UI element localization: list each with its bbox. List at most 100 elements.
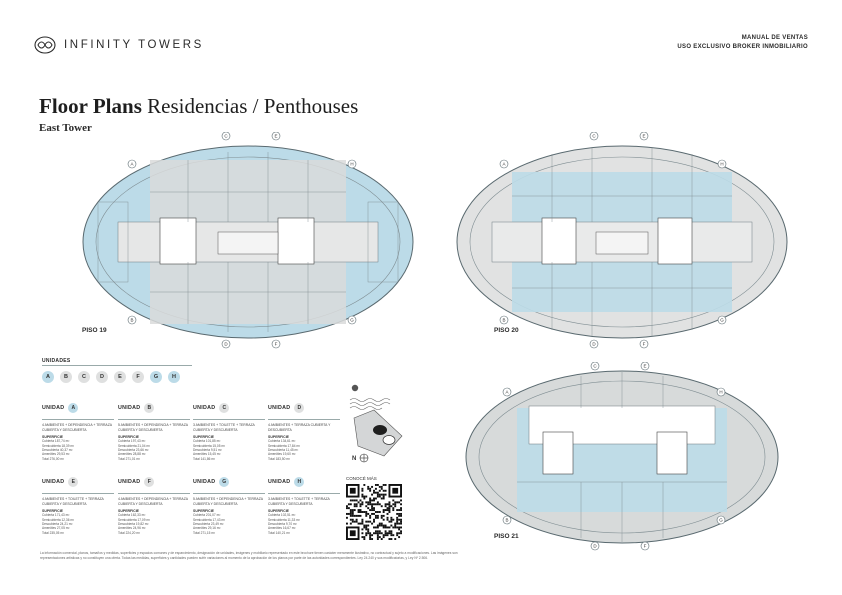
legal-disclaimer: La información comercial, planos, tamaño… — [40, 551, 458, 560]
unit-line: Amenities 16,67 m² — [268, 526, 296, 531]
unit-line: Cubierta 197,43 m² — [118, 439, 146, 444]
unit-label: UNIDAD — [42, 405, 65, 411]
manual-line-1: MANUAL DE VENTAS — [741, 35, 808, 41]
unit-line: Descubierta 40,37 m² — [42, 448, 73, 452]
compass-f-20: F — [643, 342, 646, 347]
compass-a: A — [130, 162, 133, 167]
compass-e-top: E — [274, 134, 277, 139]
brand-name: INFINITY TOWERS — [64, 39, 204, 51]
unit-letter: F — [144, 477, 155, 487]
legend-dot-b: B — [60, 371, 72, 383]
compass-h-21: H — [719, 390, 722, 395]
compass-e-top-20: E — [642, 134, 645, 139]
compass-c-top: C — [224, 134, 228, 139]
location-map-icon: N — [349, 384, 403, 463]
floor-plan-19: C E A H B G D F — [78, 132, 418, 350]
infinity-logo-icon — [34, 36, 56, 54]
title-rest: Residencias / Penthouses — [141, 94, 359, 118]
compass-a-20: A — [502, 162, 505, 167]
unit-surface-label: SUPERFICIE — [42, 435, 64, 440]
unit-label: UNIDAD — [268, 479, 291, 485]
unit-line: Cubierta 187,74 m² — [42, 439, 70, 444]
legend-dot-g: G — [150, 371, 162, 383]
unit-description: 3 AMBIENTES + TOILETTE + TERRAZA CUBIERT… — [268, 497, 330, 506]
unit-letter: G — [219, 477, 230, 487]
unit-description: 3 AMBIENTES + TOILETTE + TERRAZA CUBIERT… — [193, 423, 255, 432]
legend-dot-a: A — [42, 371, 54, 383]
page-subtitle: East Tower — [39, 122, 92, 134]
unit-line: Amenities 19,60 m² — [268, 452, 296, 457]
unit-line: Amenities 29,53 m² — [42, 452, 70, 457]
unit-letter: C — [219, 403, 230, 413]
page-title: Floor Plans Residencias / Penthouses — [39, 94, 358, 119]
unit-line: Amenities 24,96 m² — [118, 526, 146, 531]
compass-a-21: A — [505, 390, 508, 395]
unit-description: 4 AMBIENTES + TERRAZA CUBIERTA Y DESCUBI… — [268, 423, 331, 432]
legend-title: UNIDADES — [42, 358, 71, 364]
unit-letter: D — [294, 403, 305, 413]
compass-e-top-21: E — [643, 364, 646, 369]
legend-dot-d: D — [96, 371, 108, 383]
unit-label: UNIDAD — [193, 479, 216, 485]
unit-description: 4 AMBIENTES + DEPENDENCIA + TERRAZA CUBI… — [42, 423, 112, 432]
manual-line-2: USO EXCLUSIVO BROKER INMOBILIARIO — [677, 44, 808, 50]
unit-line: Total 271,01 m² — [118, 456, 140, 461]
legend-dot-f: F — [132, 371, 144, 383]
compass-d-20: D — [592, 342, 596, 347]
compass-h: H — [350, 162, 353, 167]
unit-line: Total 183,50 m² — [268, 456, 290, 461]
floor-plan-19-drawing: C E A H B G D F — [82, 132, 414, 349]
unit-letter: A — [68, 403, 79, 413]
unit-description: 5 AMBIENTES + DEPENDENCIA + TERRAZA CUBI… — [118, 423, 188, 432]
unit-line: Semicubierta 18,39 m² — [42, 443, 75, 448]
unit-line: Descubierta 9,51 m² — [193, 448, 222, 452]
unit-letter: H — [294, 477, 305, 487]
unit-letter: B — [144, 403, 155, 413]
plan-label-21: PISO 21 — [494, 533, 519, 540]
unit-line: Semicubierta 21,04 m² — [118, 443, 151, 448]
unit-surface-label: SUPERFICIE — [268, 509, 290, 514]
unit-line: Semicubierta 15,05 m² — [193, 443, 226, 448]
unit-line: Total 224,20 m² — [118, 530, 140, 535]
unit-line: Descubierta 23,49 m² — [193, 522, 224, 526]
compass-b: B — [130, 318, 133, 323]
unit-line: Amenities 29,16 m² — [193, 526, 221, 531]
compass-f-21: F — [644, 544, 647, 549]
brand-logo: INFINITY TOWERS — [34, 36, 204, 54]
svg-text:N: N — [352, 456, 356, 462]
unit-line: Descubierta 24,21 m² — [42, 522, 73, 526]
unit-line: Cubierta 134,61 m² — [268, 439, 296, 444]
floor-plan-21-drawing: C E A H B G D F — [465, 362, 779, 551]
unit-line: Total 141,86 m² — [193, 456, 215, 461]
compass-h-20: H — [720, 162, 723, 167]
compass-c-top-20: C — [592, 134, 596, 139]
unit-line: Semicubierta 17,43 m² — [193, 517, 226, 522]
unit-line: Semicubierta 11,33 m² — [268, 517, 300, 522]
unit-surface-label: SUPERFICIE — [268, 435, 290, 440]
unit-line: Total 271,15 m² — [193, 530, 215, 535]
compass-d: D — [224, 342, 228, 347]
qr-code-icon[interactable] — [346, 484, 402, 540]
unit-label: UNIDAD — [193, 405, 216, 411]
title-bold: Floor Plans — [39, 94, 142, 118]
unit-letter: E — [68, 477, 79, 487]
unit-line: Descubierta 23,66 m² — [118, 448, 149, 452]
unit-line: Total 276,00 m² — [42, 456, 64, 461]
unit-line: Amenities 28,88 m² — [118, 452, 146, 457]
unit-surface-label: SUPERFICIE — [118, 509, 140, 514]
compass-g-20: G — [720, 318, 724, 323]
unit-description: 4 AMBIENTES + DEPENDENCIA + TERRAZA CUBI… — [118, 497, 188, 506]
floor-plan-20: C E A H B G D F — [452, 132, 792, 350]
unit-line: Amenities 15,45 m² — [193, 452, 221, 457]
unit-line: Total 140,21 m² — [268, 530, 290, 535]
unit-line: Cubierta 201,07 m² — [193, 513, 221, 518]
qr-label: CONOCÉ MÁS — [346, 476, 377, 481]
unit-label: UNIDAD — [268, 405, 291, 411]
